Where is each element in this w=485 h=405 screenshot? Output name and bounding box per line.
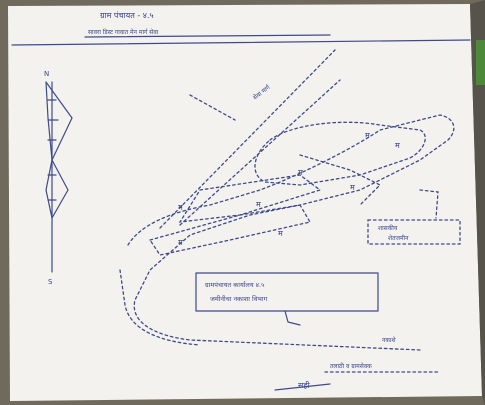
- right-box-connector: [419, 189, 439, 219]
- field-mark-4: म: [256, 200, 261, 209]
- field-plot-upper: [254, 121, 426, 186]
- paper-sheet: [8, 4, 482, 401]
- north-label: N: [44, 70, 49, 78]
- outer-boundary: [127, 114, 455, 351]
- field-mark-1: म: [365, 131, 370, 140]
- field-mark-6: म: [178, 238, 183, 247]
- field-mark-5: म: [278, 229, 283, 238]
- road-edge-upper: [159, 49, 336, 229]
- field-mark-7: म: [395, 141, 400, 150]
- header-line-2: सावरा डिस्ट गावात मेन मार्ग सेवा: [88, 28, 159, 36]
- bottom-note-line-2: तलाठी व ग्रामसेवक: [330, 362, 372, 370]
- header-line-1: ग्राम पंचायत - ४.५: [100, 11, 154, 20]
- center-box-line-1: ग्रामपंचायत कार्यालय ४.५: [205, 281, 265, 289]
- right-box-line-1: शासकीय: [378, 224, 398, 232]
- right-box-line-2: शेतजमीन: [388, 234, 409, 242]
- compass-scale: N S: [44, 70, 73, 286]
- header-underline: [84, 34, 331, 38]
- signature-stroke: [274, 383, 331, 391]
- field-plot-lower: [148, 204, 312, 256]
- bottom-note-line-1: नकाशे: [382, 336, 396, 344]
- field-mark-2: म: [350, 183, 355, 192]
- field-mark-center: म: [298, 168, 303, 177]
- right-dotted-box: [367, 219, 461, 245]
- lower-triangle: [45, 159, 69, 219]
- field-mark-3: म: [178, 203, 183, 212]
- south-label: S: [48, 278, 53, 286]
- green-object-edge: [476, 40, 485, 85]
- center-box-pointer: [284, 310, 301, 326]
- road-branch: [189, 94, 236, 121]
- road-edge-lower: [179, 79, 341, 226]
- field-divider: [299, 154, 382, 206]
- paper-shadow: [470, 0, 485, 405]
- field-plot-middle: [178, 174, 322, 223]
- header-rule: [11, 39, 471, 46]
- center-box-line-2: जमीनीचा नकाशा विभाग: [210, 295, 268, 303]
- signature: सही: [298, 380, 311, 390]
- scale-ticks: [47, 99, 59, 201]
- outer-boundary-left: [119, 269, 201, 346]
- center-label-box: [195, 272, 379, 312]
